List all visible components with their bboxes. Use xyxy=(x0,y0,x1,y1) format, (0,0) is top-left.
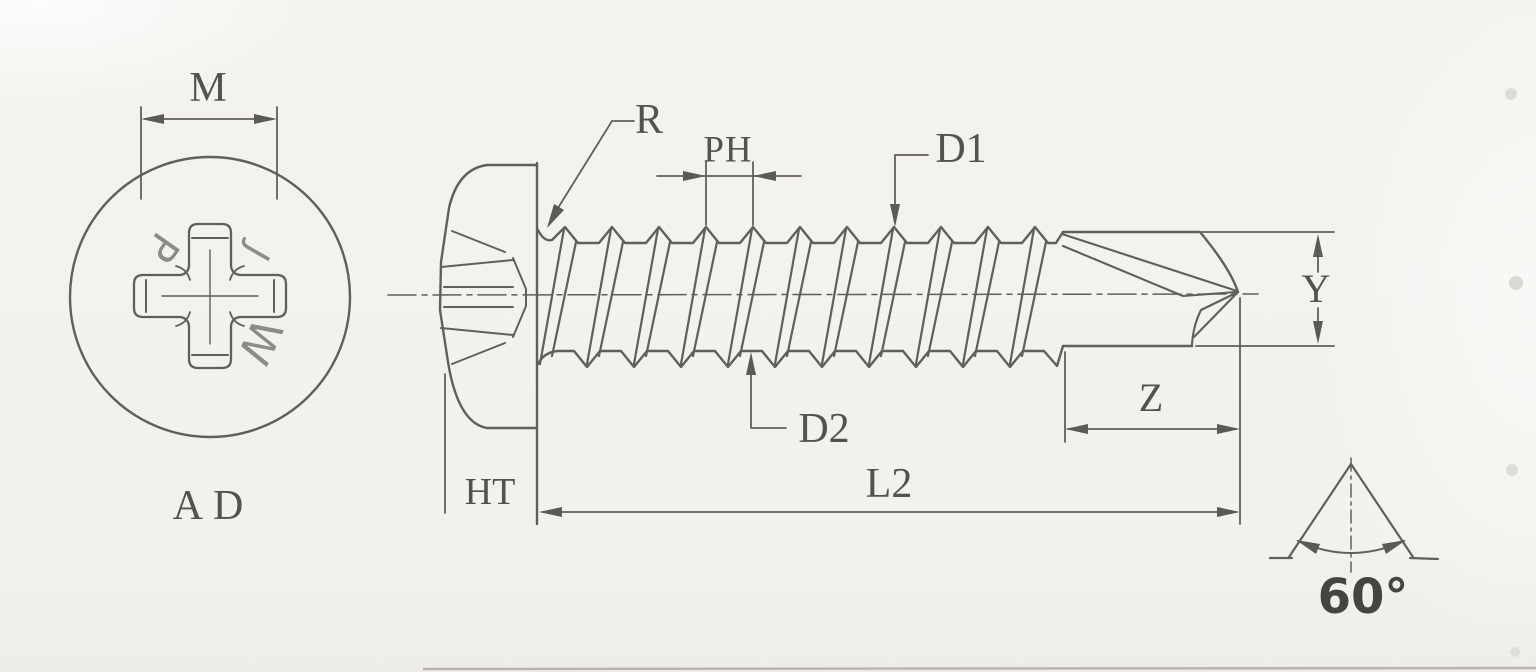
minor-diameter-label: D2 xyxy=(798,406,850,452)
l2-dimension xyxy=(539,507,1240,517)
scan-artifacts xyxy=(422,88,1536,671)
top-view-label: AD xyxy=(172,483,254,529)
thread-outline-top xyxy=(536,225,1065,245)
major-diameter-label: D1 xyxy=(935,126,987,172)
drill-point xyxy=(1060,230,1240,348)
screw-length-label: L2 xyxy=(865,461,913,507)
recess-width-label: M xyxy=(189,65,227,111)
dimensions xyxy=(444,120,1335,525)
d2-leader xyxy=(746,352,787,429)
thread-flank-lines xyxy=(538,227,1048,366)
y-dimension xyxy=(1195,231,1335,347)
recess-profile-lines xyxy=(440,230,527,365)
recess-tip-chamfers xyxy=(145,237,275,356)
z-dimension xyxy=(1064,297,1241,525)
thread-angle-symbol xyxy=(1268,457,1440,573)
fillet-radius-label: R xyxy=(634,97,664,143)
pan-head-outline xyxy=(438,163,539,430)
head-outline-circle xyxy=(68,155,352,439)
screw-side-view xyxy=(387,161,1259,526)
recess-flank-arcs xyxy=(175,265,245,327)
m-dimension xyxy=(140,106,278,200)
r-leader xyxy=(547,120,635,228)
ph-dimension xyxy=(656,161,802,226)
head-height-label: HT xyxy=(464,471,516,513)
thread-outline-bottom xyxy=(536,344,1065,369)
d1-leader xyxy=(890,154,929,227)
thread-angle-value-label: 60° xyxy=(1317,569,1409,625)
point-length-label: Z xyxy=(1138,375,1164,420)
head-top-view xyxy=(68,106,352,439)
thread-pitch-label: PH xyxy=(703,129,753,171)
phillips-recess-outline xyxy=(132,222,288,370)
recess-centerlines xyxy=(161,249,259,345)
point-diameter-label: Y xyxy=(1301,266,1331,311)
axis-centerline xyxy=(387,293,1259,296)
